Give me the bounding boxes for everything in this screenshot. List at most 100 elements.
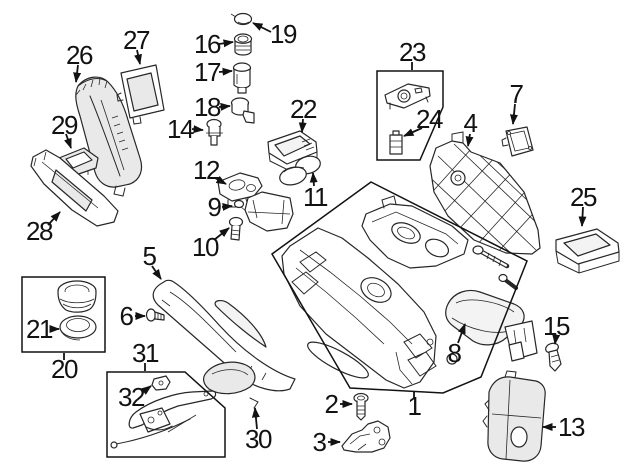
callout-23: 23 — [399, 37, 427, 70]
part-number-label[interactable]: 23 — [399, 37, 427, 67]
part-number-label[interactable]: 21 — [26, 314, 54, 344]
callout-leader-line — [134, 49, 142, 65]
part-number-label[interactable]: 32 — [118, 382, 146, 412]
part-13-rear-finish-panel-drawing — [482, 370, 546, 462]
part-number-label[interactable]: 3 — [313, 427, 329, 457]
part-number-label[interactable]: 8 — [448, 338, 464, 368]
callout-8: 8 — [448, 323, 466, 368]
callout-leader-line — [141, 385, 152, 395]
part-number-label[interactable]: 5 — [143, 241, 159, 271]
part-7-control-module-drawing — [501, 126, 534, 157]
box20-cupholder-parts-drawing — [57, 280, 97, 341]
box31-parking-brake-parts-drawing — [110, 375, 217, 449]
callout-32: 32 — [118, 382, 152, 412]
part-number-label[interactable]: 29 — [51, 110, 79, 140]
part-number-label[interactable]: 13 — [558, 412, 586, 442]
callout-4: 4 — [464, 108, 480, 147]
callout-3: 3 — [313, 427, 341, 457]
callout-26: 26 — [66, 40, 94, 83]
part-9-screw-and-bracket-drawing — [233, 191, 294, 232]
callout-leader-line — [403, 127, 423, 137]
callout-leader-line — [218, 67, 233, 76]
part-1-floor-console-body-drawing — [281, 227, 458, 389]
callout-29: 29 — [51, 110, 79, 149]
callout-6: 6 — [120, 301, 146, 331]
callout-leader-line — [552, 334, 561, 345]
callout-2: 2 — [325, 389, 353, 419]
part-6-screw-drawing — [145, 308, 165, 322]
part-30-armrest-trim-drawing — [203, 361, 259, 409]
callout-15: 15 — [543, 311, 571, 345]
part-number-label[interactable]: 12 — [193, 155, 221, 185]
part-24-switch-drawing — [389, 130, 403, 155]
group-box-31 — [106, 371, 226, 458]
part-number-label[interactable]: 27 — [123, 25, 151, 55]
part-10-screw-drawing — [228, 216, 244, 241]
group-boxes — [21, 70, 528, 458]
part-27-trim-plate-drawing — [116, 64, 165, 125]
part-18-socket-drawing — [230, 97, 255, 124]
callout-leader-line — [252, 22, 272, 33]
part-number-label[interactable]: 4 — [464, 108, 480, 138]
callout-leader-line — [309, 172, 318, 187]
part-number-label[interactable]: 17 — [194, 57, 222, 87]
callout-leader-line — [221, 202, 233, 211]
callout-leader-line — [218, 102, 231, 111]
callout-13: 13 — [542, 412, 586, 442]
callout-19: 19 — [252, 19, 298, 49]
part-14-retainer-drawing — [206, 118, 223, 146]
part-number-label[interactable]: 15 — [543, 311, 571, 341]
callout-5: 5 — [143, 241, 162, 280]
callout-18: 18 — [194, 92, 231, 122]
part-12-shifter-bezel-drawing — [217, 172, 263, 208]
callout-leader-line — [213, 227, 230, 241]
part-15-clip-drawing — [545, 342, 562, 372]
part-number-label[interactable]: 14 — [167, 114, 195, 144]
callout-leader-line — [509, 103, 518, 125]
part-25-storage-bin-drawing — [555, 228, 620, 274]
callout-leader-line — [191, 125, 204, 134]
group-box-20 — [21, 276, 106, 353]
callout-leader-line — [298, 118, 307, 133]
part-5-console-side-panel-drawing — [152, 279, 296, 392]
callout-1: 1 — [408, 391, 424, 421]
callout-9: 9 — [208, 192, 233, 222]
callout-leader-line — [73, 64, 82, 83]
part-number-label[interactable]: 18 — [194, 92, 222, 122]
part-number-label[interactable]: 19 — [270, 19, 298, 49]
part-number-label[interactable]: 22 — [290, 94, 318, 124]
part-number-label[interactable]: 16 — [194, 29, 222, 59]
part-number-label[interactable]: 25 — [570, 182, 598, 212]
part-number-label[interactable]: 24 — [416, 104, 444, 134]
part-number-label[interactable]: 31 — [132, 338, 160, 368]
callout-14: 14 — [167, 114, 204, 144]
part-28-side-finish-panel-drawing — [30, 149, 119, 227]
part-number-label[interactable]: 26 — [66, 40, 94, 70]
part-number-label[interactable]: 30 — [245, 424, 273, 454]
part-number-label[interactable]: 11 — [303, 182, 330, 212]
group-box-23 — [376, 70, 444, 161]
part-number-label[interactable]: 1 — [408, 391, 424, 421]
part-number-label[interactable]: 6 — [120, 301, 136, 331]
group-box-1 — [271, 181, 528, 394]
callout-30: 30 — [245, 407, 273, 454]
callout-17: 17 — [194, 57, 233, 87]
callout-20: 20 — [51, 353, 79, 384]
part-16-power-outlet-drawing — [233, 33, 253, 56]
callout-leader-line — [218, 39, 234, 48]
part-3-bracket-drawing — [341, 420, 391, 453]
part-number-label[interactable]: 10 — [192, 232, 220, 262]
callout-22: 22 — [290, 94, 318, 133]
part-number-label[interactable]: 7 — [510, 79, 526, 109]
part-number-label[interactable]: 20 — [51, 354, 79, 384]
part-number-label[interactable]: 9 — [208, 192, 224, 222]
part-number-label[interactable]: 28 — [26, 216, 54, 246]
part-number-label[interactable]: 2 — [325, 389, 341, 419]
callout-leader-line — [465, 133, 474, 147]
part-1-upper-insert-drawing — [361, 195, 469, 269]
callout-21: 21 — [26, 314, 60, 344]
callout-11: 11 — [303, 172, 330, 212]
